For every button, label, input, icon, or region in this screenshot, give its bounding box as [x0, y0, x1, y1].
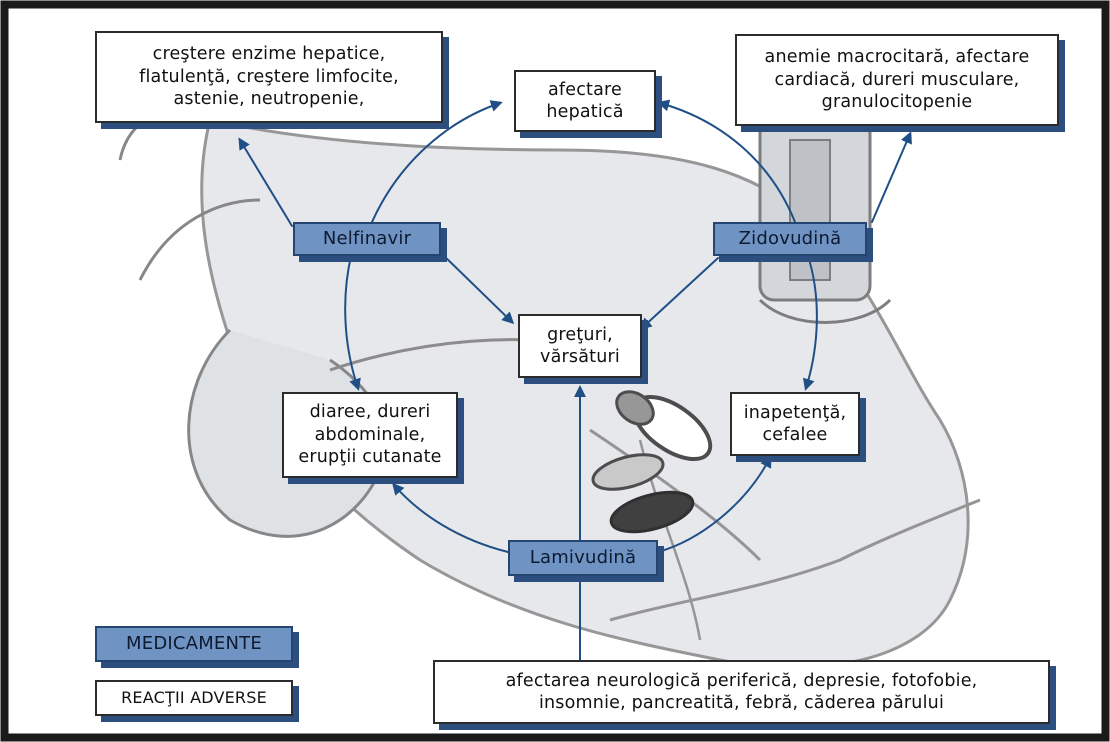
- drug-box-nelfinavir: Nelfinavir: [293, 222, 441, 256]
- drug-box-lamivudina: Lamivudină: [508, 540, 658, 576]
- reaction-box-top-left: creştere enzime hepatice, flatulenţă, cr…: [95, 31, 443, 123]
- reaction-box-bottom-list: afectarea neurologică periferică, depres…: [433, 660, 1050, 724]
- reaction-text-afectare-hepatica: afectare hepatică: [546, 79, 623, 124]
- reaction-box-top-right: anemie macrocitară, afectare cardiacă, d…: [735, 34, 1059, 126]
- reaction-box-greturi: greţuri, vărsături: [518, 314, 642, 378]
- reaction-text-inapetenta: inapetenţă, cefalee: [744, 402, 847, 447]
- reaction-text-top-left: creştere enzime hepatice, flatulenţă, cr…: [139, 43, 399, 110]
- arrow-zidovudina-to-topright: [872, 134, 910, 222]
- reaction-text-diaree: diaree, dureri abdominale, erupţii cutan…: [298, 401, 441, 468]
- reaction-text-top-right: anemie macrocitară, afectare cardiacă, d…: [765, 46, 1030, 113]
- reaction-text-greturi: greţuri, vărsături: [540, 324, 620, 369]
- legend-reactions: REACŢII ADVERSE: [95, 680, 293, 716]
- reaction-box-inapetenta: inapetenţă, cefalee: [730, 392, 860, 456]
- drug-label-nelfinavir: Nelfinavir: [323, 227, 411, 250]
- legend-reactions-label: REACŢII ADVERSE: [121, 688, 267, 708]
- reaction-text-bottom: afectarea neurologică periferică, depres…: [506, 670, 978, 715]
- hand-pills-illustration: [120, 107, 980, 668]
- legend-drugs-label: MEDICAMENTE: [126, 632, 262, 655]
- drug-box-zidovudina: Zidovudină: [713, 222, 867, 256]
- legend-drugs: MEDICAMENTE: [95, 626, 293, 662]
- reaction-box-diaree: diaree, dureri abdominale, erupţii cutan…: [282, 392, 458, 478]
- drug-label-lamivudina: Lamivudină: [530, 546, 637, 569]
- reaction-box-afectare-hepatica: afectare hepatică: [514, 70, 656, 132]
- drug-label-zidovudina: Zidovudină: [739, 227, 842, 250]
